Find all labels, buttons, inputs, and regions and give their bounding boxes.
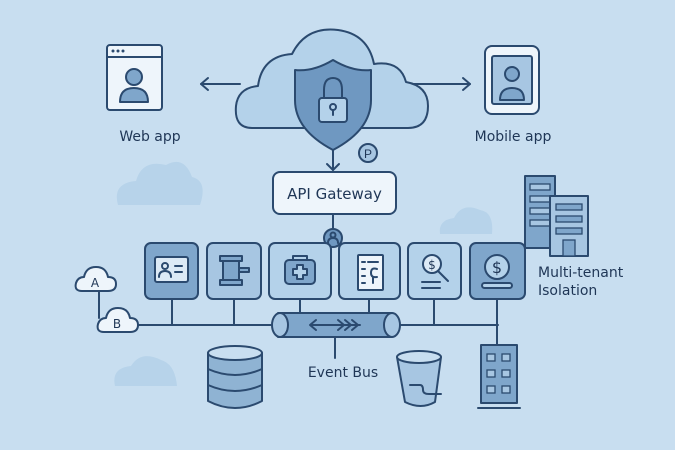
- arrow-mobile-app: [411, 77, 471, 91]
- event-bus-label: Event Bus: [308, 365, 378, 381]
- shield-lock-icon: [294, 59, 372, 151]
- cloud-a: A: [74, 266, 117, 292]
- medical-kit-icon: [284, 255, 316, 285]
- svg-text:A: A: [91, 276, 100, 290]
- id-card-icon: [154, 256, 189, 283]
- gavel-icon: [219, 255, 250, 286]
- service-box-finance-search[interactable]: $: [407, 242, 462, 300]
- api-gateway-box[interactable]: API Gateway: [272, 171, 397, 215]
- service-box-billing[interactable]: $: [469, 242, 526, 300]
- cloud-b: B: [96, 307, 139, 333]
- service-box-documents[interactable]: [338, 242, 401, 300]
- background-cloud-icon: [116, 161, 203, 205]
- money-search-icon: $: [421, 254, 449, 289]
- svg-text:$: $: [428, 258, 436, 272]
- service-box-legal[interactable]: [206, 242, 262, 300]
- svg-text:P: P: [364, 147, 372, 161]
- multi-tenant-label-line1: Multi-tenant: [538, 265, 624, 281]
- api-gateway-label: API Gateway: [287, 185, 382, 203]
- dollar-coin-icon: $: [481, 254, 513, 289]
- background-cloud-icon: [114, 356, 177, 386]
- user-badge-icon: [323, 228, 343, 248]
- document-icon: [357, 254, 384, 291]
- arrow-web-app: [200, 77, 241, 91]
- building-icon: [477, 344, 521, 409]
- service-box-identity[interactable]: [144, 242, 199, 300]
- mobile-app-icon: [484, 45, 540, 115]
- multi-tenant-label-line2: Isolation: [538, 283, 597, 299]
- multi-tenant-buildings-icon: [524, 175, 589, 257]
- background-cloud-icon: [439, 207, 493, 234]
- p-badge: P: [358, 143, 378, 163]
- web-app-icon: [106, 44, 163, 111]
- event-bus-pipe: [271, 312, 401, 338]
- service-box-health[interactable]: [268, 242, 332, 300]
- svg-text:$: $: [492, 258, 502, 277]
- database-icon: [207, 345, 263, 409]
- mobile-app-label: Mobile app: [475, 129, 552, 145]
- svg-text:B: B: [113, 317, 121, 331]
- arrow-to-gateway: [326, 149, 340, 171]
- storage-bucket-icon: [396, 350, 442, 407]
- web-app-label: Web app: [119, 129, 180, 145]
